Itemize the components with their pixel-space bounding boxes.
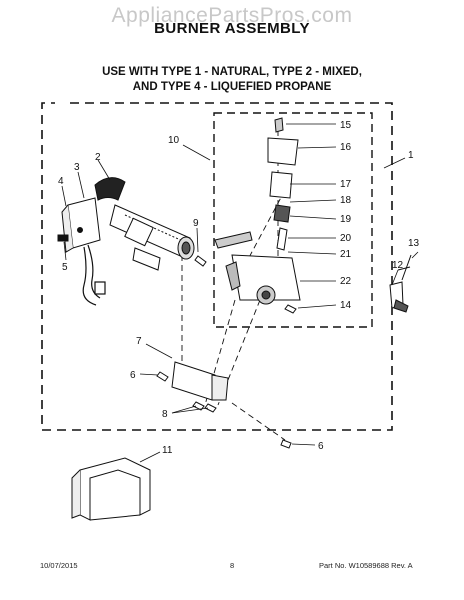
callout-6-lower: 6: [318, 441, 324, 452]
gas-valve-stack: [214, 117, 301, 314]
callout-8: 8: [162, 409, 168, 420]
mounting-bracket-11: [71, 457, 151, 521]
callout-17: 17: [340, 179, 352, 190]
callout-22: 22: [340, 276, 352, 287]
igniter-wires: [82, 244, 106, 306]
screw-9: [194, 255, 207, 267]
callout-10: 10: [168, 135, 180, 146]
callout-6-upper: 6: [130, 370, 136, 381]
callout-labels: 1 2 3 4 5 6 6 7 8 9 10 11 12 13 14 15 16…: [58, 120, 420, 456]
footer-date: 10/07/2015: [40, 561, 78, 570]
callout-13: 13: [408, 238, 420, 249]
screw-6-lower: [280, 439, 292, 449]
callout-9: 9: [193, 218, 199, 229]
subtitle-line-2: AND TYPE 4 - LIQUEFIED PROPANE: [132, 81, 332, 93]
callout-5: 5: [62, 262, 68, 273]
callout-18: 18: [340, 195, 352, 206]
callout-15: 15: [340, 120, 352, 131]
callout-21: 21: [340, 249, 352, 260]
bracket-7: [156, 361, 229, 413]
page-title: BURNER ASSEMBLY: [154, 20, 310, 37]
callout-4: 4: [58, 176, 64, 187]
callout-2: 2: [95, 152, 101, 163]
callout-12: 12: [392, 260, 404, 271]
watermark: AppliancePartsPros.com: [111, 4, 353, 27]
callout-11: 11: [162, 445, 173, 456]
footer-part-number: Part No. W10589688 Rev. A: [319, 561, 413, 570]
callout-14: 14: [340, 300, 352, 311]
burner-tube: [94, 177, 195, 271]
igniter-bracket: [57, 197, 101, 253]
callout-16: 16: [340, 142, 352, 153]
flame-sensor: [389, 254, 412, 313]
callout-20: 20: [340, 233, 352, 244]
callout-3: 3: [74, 162, 80, 173]
callout-7: 7: [136, 336, 142, 347]
callout-19: 19: [340, 214, 352, 225]
leader-lines: [61, 123, 419, 463]
outer-assembly-boundary: [41, 102, 393, 431]
callout-1: 1: [408, 150, 414, 161]
inner-subassembly-boundary: [213, 112, 373, 328]
subtitle-line-1: USE WITH TYPE 1 - NATURAL, TYPE 2 - MIXE…: [102, 66, 362, 78]
footer-page-number: 8: [230, 561, 235, 570]
